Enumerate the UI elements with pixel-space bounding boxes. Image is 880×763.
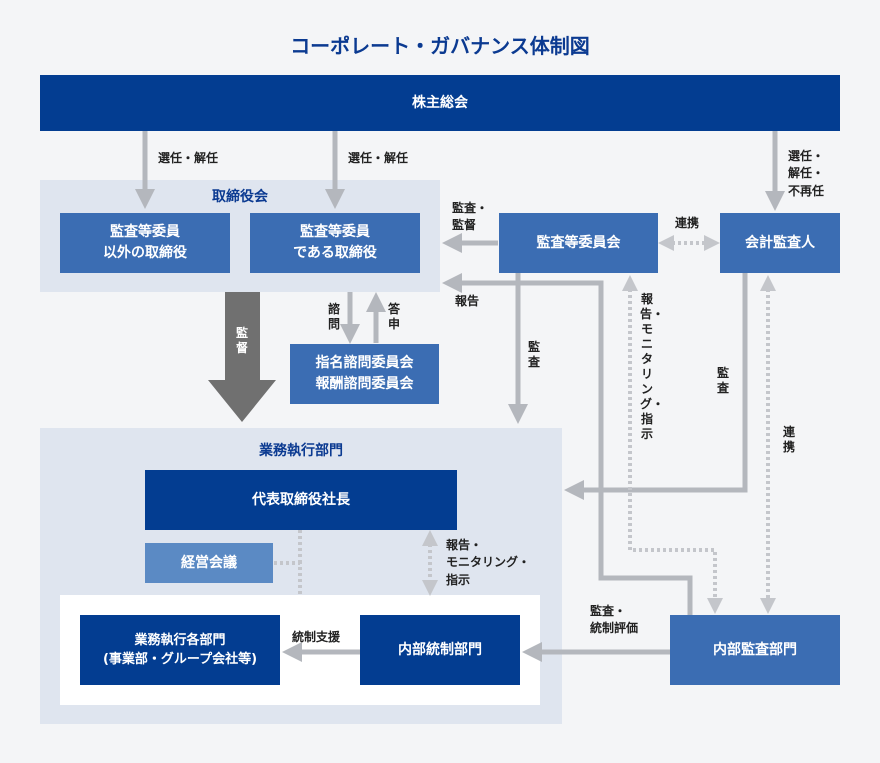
label-report-monitor: 報告・ モニタリング・ 指示: [446, 538, 531, 587]
directors-audit-box: 監査等委員 である取締役: [250, 213, 420, 273]
page-title: コーポレート・ガバナンス体制図: [290, 34, 590, 58]
supervision-arrow: [208, 292, 276, 422]
business-exec-title: 業務執行部門: [259, 443, 343, 459]
accounting-auditor-box: 会計監査人: [720, 213, 840, 273]
dashed-report-monitor: [622, 275, 723, 614]
president-box: 代表取締役社長: [145, 470, 457, 530]
internal-audit-box: 内部監査部門: [670, 615, 840, 685]
management-meeting-box: 経営会議: [145, 543, 273, 583]
label-control-support: 統制支援: [292, 630, 341, 644]
label-report: 報告: [455, 294, 480, 308]
label-consult: 諮問: [327, 302, 340, 331]
label-report-monitor-vertical: 報告・モニタリング・指示: [640, 292, 665, 441]
label-elect-dismiss-2: 選任・解任: [348, 151, 409, 165]
label-cooperation-2: 連携: [782, 425, 795, 454]
directors-other-box: 監査等委員 以外の取締役: [60, 213, 230, 273]
nomination-committee-box: 指名諮問委員会 報酬諮問委員会: [290, 344, 439, 404]
shareholders-meeting: 株主総会: [40, 75, 840, 131]
label-supervision: 監督: [235, 326, 248, 355]
board-title: 取締役会: [212, 189, 268, 205]
label-audit-supervise: 監査・ 監督: [452, 201, 489, 233]
label-audit-accounting: 監査: [716, 366, 729, 395]
label-audit-exec: 監査: [528, 340, 541, 369]
label-cooperation-1: 連携: [675, 216, 700, 230]
audit-committee-box: 監査等委員会: [499, 213, 658, 273]
label-elect-dismiss-reappoint: 選任・ 解任・ 不再任: [788, 149, 825, 198]
label-answer: 答申: [387, 302, 400, 331]
label-audit-evaluate: 監査・ 統制評価: [590, 604, 639, 636]
label-elect-dismiss-1: 選任・解任: [158, 151, 219, 165]
internal-control-box: 内部統制部門: [360, 615, 520, 685]
dashed-meeting: [274, 561, 302, 595]
business-units-box: 業務執行各部門 (事業部・グループ会社等): [80, 615, 280, 685]
